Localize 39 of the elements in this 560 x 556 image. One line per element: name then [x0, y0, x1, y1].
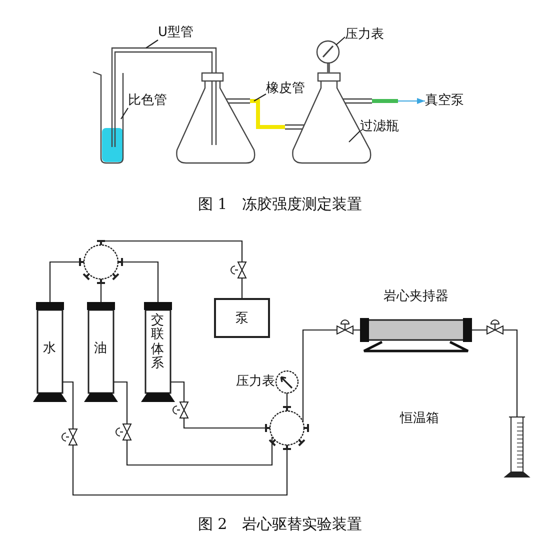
pipe-line: [49, 261, 80, 302]
part-label: U型管: [158, 24, 194, 42]
reservoir-cylinder: [84, 302, 118, 402]
core-holder: [360, 288, 472, 354]
measuring-cylinder: [504, 416, 530, 478]
leader-line: [348, 130, 360, 142]
reservoir-cylinder: [33, 302, 67, 402]
pipe-line: [286, 393, 288, 407]
part-label: 压力表: [345, 26, 384, 44]
leader-line: [336, 36, 346, 46]
gauge-label: 压力表: [236, 373, 275, 391]
rubber-tube: [372, 99, 398, 103]
pipe-line: [171, 381, 266, 429]
cylinder-label: 交联体系: [151, 314, 164, 372]
six-way-valve: [265, 406, 309, 450]
core-holder-label: 岩心夹持器: [382, 288, 450, 306]
pressure-gauge: [275, 370, 299, 394]
arrow: [398, 98, 425, 104]
reservoir-cylinder: [141, 302, 175, 402]
figure-caption: 图 2 岩心驱替实验装置: [196, 515, 364, 534]
cylinder-label: 水: [43, 342, 56, 356]
pipe-line: [100, 283, 102, 302]
cylinder-label: 油: [94, 342, 107, 356]
part-label: 过滤瓶: [360, 118, 399, 136]
leader-line: [120, 108, 128, 120]
pipe-line: [302, 329, 360, 422]
leader-line: [146, 40, 158, 48]
pipe-line: [472, 329, 518, 417]
pipe-line: [122, 261, 159, 302]
six-way-valve: [79, 240, 123, 284]
pump-box: 泵: [214, 298, 270, 338]
oven-label: 恒温箱: [400, 410, 440, 428]
figure-caption: 图 1 冻胶强度测定装置: [196, 195, 364, 214]
pipe-line: [63, 381, 288, 496]
destination-label: 真空泵: [425, 92, 464, 110]
pipe-line: [114, 381, 273, 466]
part-label: 橡皮管: [266, 80, 305, 98]
leader-line: [254, 94, 266, 102]
part-label: 比色管: [128, 92, 167, 110]
